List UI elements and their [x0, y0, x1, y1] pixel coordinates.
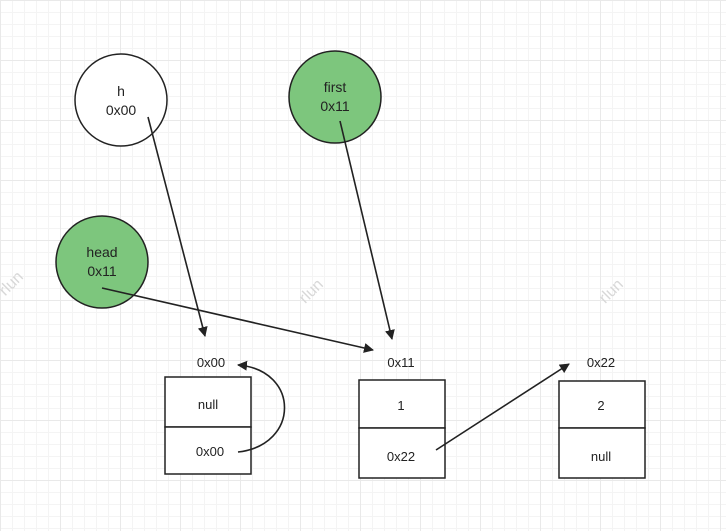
pointer-head-circle: [55, 215, 149, 309]
pointer-first: first 0x11: [288, 50, 382, 144]
pointer-head: head 0x11: [55, 215, 149, 309]
node-next-cell: [358, 427, 446, 479]
arrow-head-to-0x11: [101, 287, 374, 353]
node-value-cell: [164, 376, 252, 428]
pointer-head-name: head: [86, 244, 117, 260]
pointer-h-name: h: [117, 83, 125, 99]
node-next: 0x00: [196, 444, 224, 459]
pointer-h-address: 0x00: [106, 102, 137, 118]
list-node-2: 0x22 2 null: [558, 355, 646, 479]
pointer-first-circle: [288, 50, 382, 144]
node-next: 0x22: [387, 449, 415, 464]
node-address: 0x11: [387, 355, 414, 370]
node-address: 0x00: [197, 355, 225, 370]
node-value: null: [198, 397, 218, 412]
pointer-head-address: 0x11: [87, 263, 117, 279]
node-next-cell: [164, 426, 252, 475]
arrow-0x00-self-loop: [237, 360, 286, 453]
watermark: rlun: [296, 276, 327, 307]
arrow-first-to-0x11: [339, 120, 395, 340]
pointer-h: h 0x00: [74, 53, 168, 147]
node-value: 2: [597, 398, 604, 413]
pointer-first-address: 0x11: [320, 98, 350, 114]
arrow-h-to-0x00: [147, 116, 208, 337]
list-node-0: 0x00 null 0x00: [164, 355, 252, 475]
list-node-1: 0x11 1 0x22: [358, 355, 446, 479]
watermark: rlun: [596, 276, 627, 307]
node-next: null: [591, 449, 611, 464]
pointer-first-name: first: [324, 79, 347, 95]
watermark: rlun: [0, 268, 27, 299]
arrow-0x11-next-to-0x22: [435, 363, 570, 451]
node-address: 0x22: [587, 355, 615, 370]
node-next-cell: [558, 427, 646, 479]
node-value: 1: [397, 398, 404, 413]
pointer-h-circle: [74, 53, 168, 147]
